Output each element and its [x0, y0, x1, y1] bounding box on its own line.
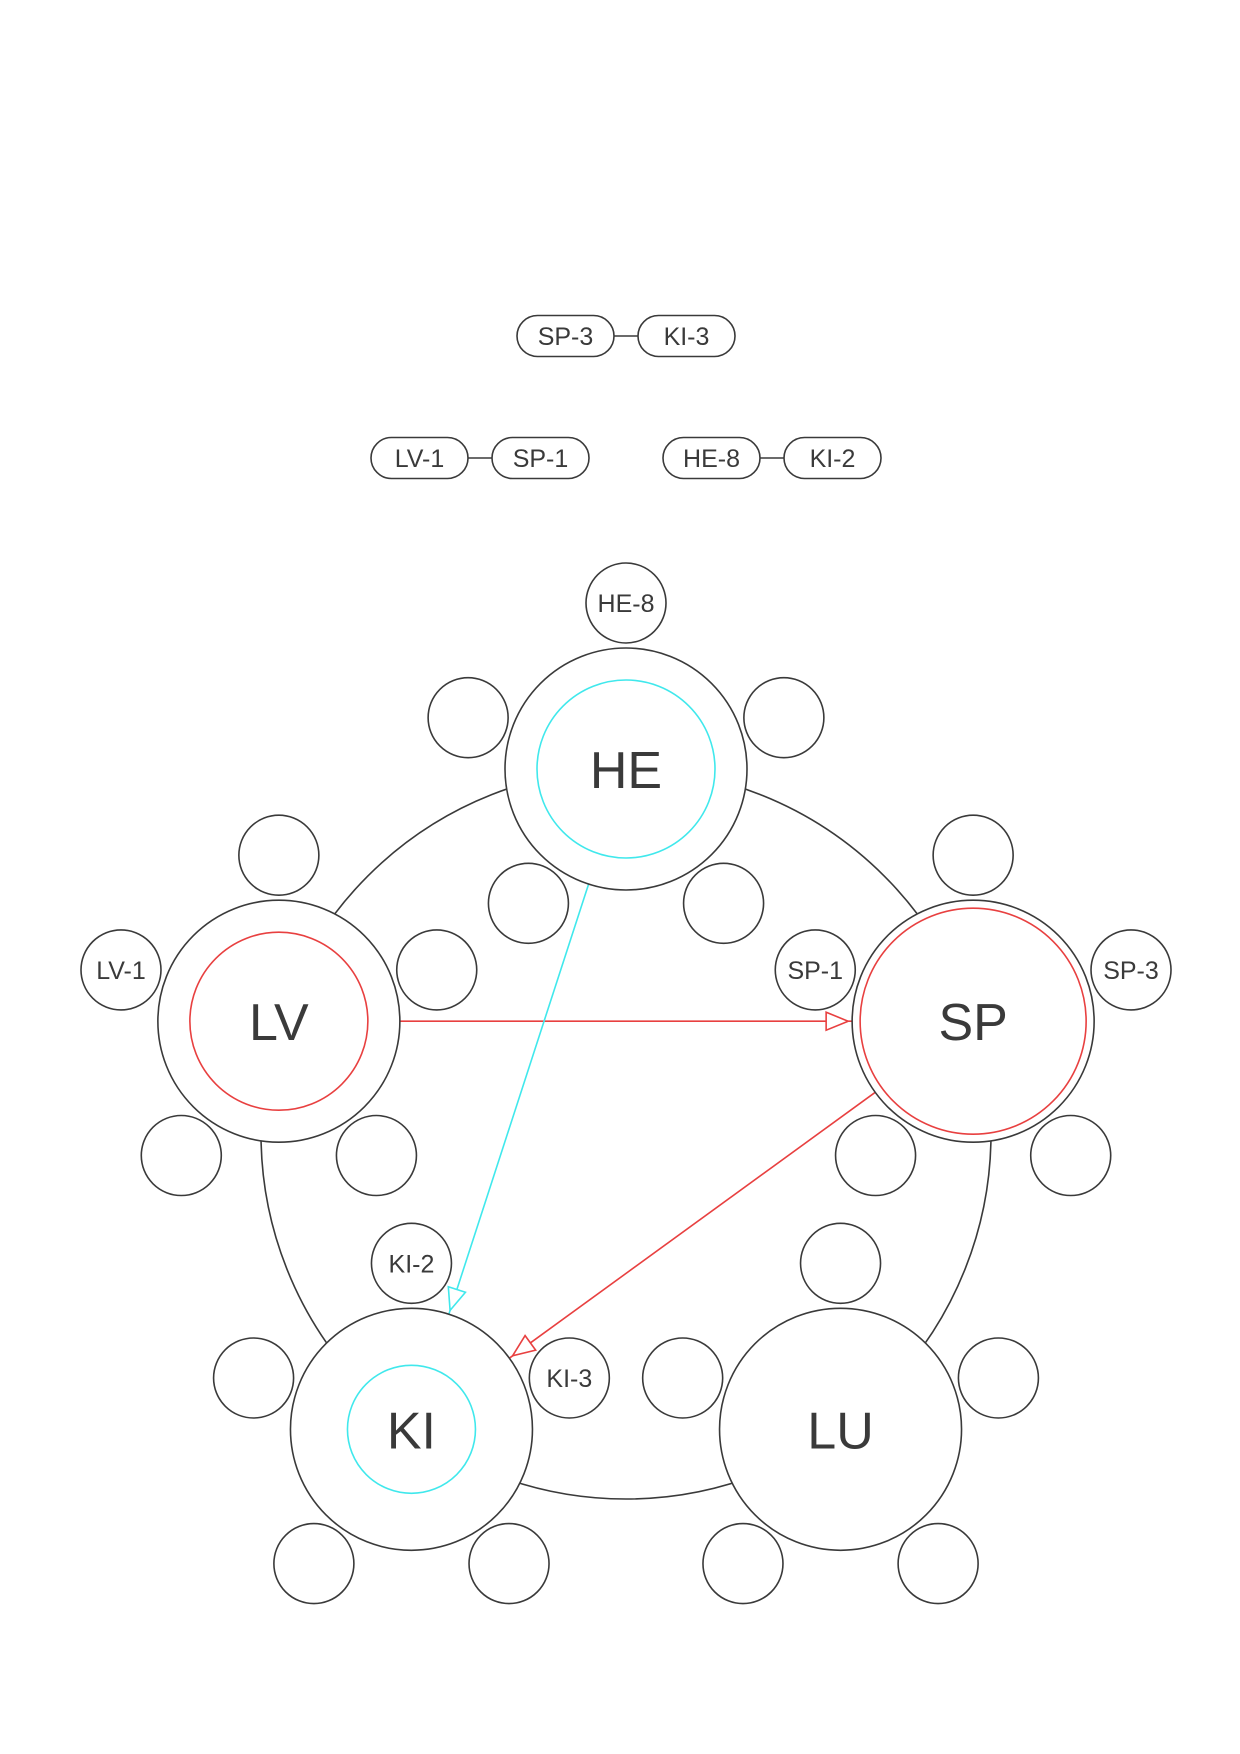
inner-ring — [346, 1364, 477, 1495]
pair-label: SP-3 — [538, 323, 594, 351]
point-label: SP-3 — [1103, 957, 1159, 985]
point-circle — [528, 1337, 611, 1419]
organ-circle — [157, 899, 401, 1144]
organ-label: SP — [938, 994, 1007, 1052]
empty-point-circle — [682, 862, 765, 945]
organ-label: KI — [387, 1402, 436, 1460]
point-label: KI-2 — [389, 1250, 435, 1278]
empty-point-circle — [932, 814, 1014, 897]
empty-point-circle — [140, 1114, 223, 1197]
pair-pill — [491, 436, 590, 480]
pair-pill — [783, 436, 882, 480]
node-sp: SP-3 SP-1SP — [774, 814, 1172, 1197]
pair-pill — [637, 314, 736, 358]
empty-point-circle — [238, 814, 320, 897]
empty-point-circle — [273, 1522, 355, 1605]
arrowhead-icon — [510, 1334, 538, 1358]
empty-point-circle — [212, 1337, 295, 1419]
empty-point-circle — [487, 862, 570, 945]
point-circle — [80, 929, 162, 1011]
organ-circle — [718, 1307, 963, 1552]
empty-point-circle — [957, 1337, 1040, 1419]
arrow-lv-to-sp — [399, 1011, 853, 1032]
arrowhead-icon — [825, 1011, 851, 1032]
node-ki: KI-2KI-3KI — [212, 1222, 611, 1605]
empty-point-circle — [395, 929, 478, 1011]
inner-ring — [536, 679, 716, 859]
empty-point-circle — [335, 1114, 418, 1197]
arrow-layer — [399, 883, 876, 1359]
point-circle — [1090, 929, 1172, 1011]
organ-label: LV — [249, 994, 309, 1052]
pair-layer: SP-3 KI-3LV-1 SP-1 HE-8 KI-2 — [370, 314, 882, 480]
point-label: KI-3 — [546, 1365, 592, 1393]
empty-point-circle — [427, 676, 509, 759]
arrowhead-icon — [447, 1285, 467, 1313]
arrow-sp-to-ki — [508, 1091, 876, 1359]
empty-point-circle — [702, 1522, 784, 1605]
pair-group: LV-1 SP-1 — [370, 436, 590, 480]
organ-label: HE — [590, 742, 662, 800]
empty-point-circle — [1029, 1114, 1112, 1197]
node-he: HE-8HE — [427, 562, 825, 945]
inner-ring — [189, 931, 369, 1112]
arrow-he-to-ki — [447, 883, 590, 1315]
empty-point-circle — [641, 1337, 724, 1419]
inner-ring — [859, 907, 1087, 1136]
point-label: LV-1 — [96, 957, 146, 985]
organ-circle — [289, 1307, 534, 1552]
pair-pill — [370, 436, 469, 480]
pair-group: SP-3 KI-3 — [516, 314, 736, 358]
pair-label: LV-1 — [395, 445, 445, 473]
pair-label: KI-3 — [664, 323, 710, 351]
pair-pill — [516, 314, 615, 358]
point-circle — [370, 1222, 453, 1305]
node-lu: LU — [641, 1222, 1040, 1605]
empty-point-circle — [468, 1522, 550, 1605]
pair-label: SP-1 — [513, 445, 569, 473]
point-circle — [585, 562, 667, 644]
empty-point-circle — [834, 1114, 917, 1197]
pair-label: HE-8 — [683, 445, 740, 473]
point-circle — [774, 929, 857, 1011]
node-lv: LV-1LV — [80, 814, 478, 1197]
empty-point-circle — [799, 1222, 882, 1305]
organ-circle — [851, 899, 1095, 1144]
empty-point-circle — [897, 1522, 979, 1605]
pair-group: HE-8 KI-2 — [662, 436, 882, 480]
empty-point-circle — [743, 676, 825, 759]
organ-label: LU — [807, 1402, 873, 1460]
pair-label: KI-2 — [810, 445, 856, 473]
organ-circle — [504, 647, 748, 891]
pair-pill — [662, 436, 761, 480]
point-label: HE-8 — [598, 590, 655, 618]
point-label: SP-1 — [787, 957, 843, 985]
